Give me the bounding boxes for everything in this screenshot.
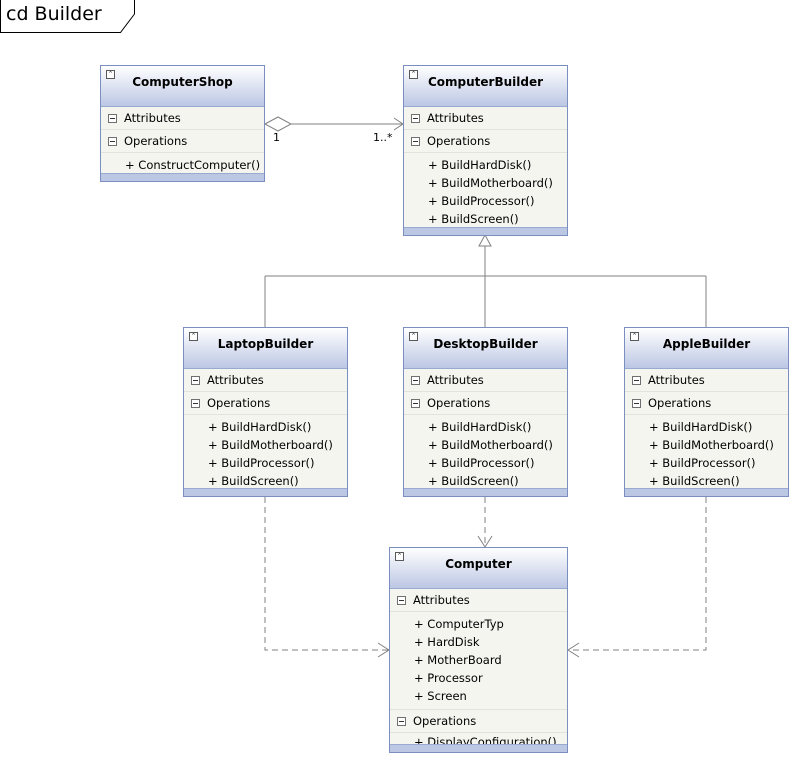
- aggregation-diamond: [263, 116, 293, 132]
- dependency-apple-line: [568, 497, 707, 651]
- generalization-arrowhead: [478, 233, 492, 247]
- collapse-minus-icon[interactable]: [411, 399, 420, 408]
- section-label: Attributes: [427, 373, 484, 387]
- operation-item[interactable]: + BuildHardDisk(): [208, 420, 312, 434]
- collapse-minus-icon[interactable]: [411, 376, 420, 385]
- collapse-minus-icon[interactable]: [191, 376, 200, 385]
- attributes-section[interactable]: Attributes: [404, 369, 567, 392]
- class-footer: [101, 173, 264, 181]
- section-label: Attributes: [413, 593, 470, 607]
- collapse-minus-icon[interactable]: [108, 114, 117, 123]
- collapse-icon[interactable]: ⌃: [630, 332, 639, 341]
- operation-item[interactable]: + BuildScreen(): [428, 474, 519, 488]
- class-header: ⌃ LaptopBuilder: [184, 328, 347, 369]
- section-label: Operations: [124, 134, 188, 148]
- collapse-icon[interactable]: ⌃: [409, 332, 418, 341]
- collapse-minus-icon[interactable]: [108, 137, 117, 146]
- operations-section[interactable]: Operations: [101, 130, 264, 153]
- operation-item[interactable]: + BuildProcessor(): [649, 456, 756, 470]
- collapse-minus-icon[interactable]: [397, 717, 406, 726]
- class-name: ComputerShop: [132, 75, 233, 89]
- operations-section[interactable]: Operations: [390, 709, 567, 733]
- operation-item[interactable]: + BuildScreen(): [428, 212, 519, 226]
- class-name: LaptopBuilder: [217, 337, 314, 351]
- attribute-item[interactable]: + HardDisk: [414, 635, 480, 649]
- collapse-minus-icon[interactable]: [191, 399, 200, 408]
- collapse-icon[interactable]: ⌃: [395, 552, 404, 561]
- operations-section[interactable]: Operations: [625, 392, 788, 415]
- frame-label: cd Builder: [6, 3, 102, 25]
- collapse-minus-icon[interactable]: [397, 596, 406, 605]
- class-header: ⌃ AppleBuilder: [625, 328, 788, 369]
- class-header: ⌃ ComputerBuilder: [404, 66, 567, 107]
- section-label: Attributes: [427, 111, 484, 125]
- operation-item[interactable]: + ConstructComputer(): [125, 158, 261, 172]
- operations-section[interactable]: Operations: [404, 392, 567, 415]
- operation-item[interactable]: + BuildScreen(): [649, 474, 740, 488]
- class-footer: [390, 744, 567, 752]
- operation-item[interactable]: + BuildMotherboard(): [428, 176, 553, 190]
- frame-tab: [0, 0, 135, 33]
- class-name: DesktopBuilder: [433, 337, 538, 351]
- operation-item[interactable]: + BuildProcessor(): [208, 456, 315, 470]
- class-footer: [625, 488, 788, 496]
- operation-item[interactable]: + BuildMotherboard(): [649, 438, 774, 452]
- collapse-icon[interactable]: ⌃: [106, 70, 115, 79]
- class-name: Computer: [445, 557, 512, 571]
- section-label: Attributes: [207, 373, 264, 387]
- class-laptop-builder[interactable]: ⌃ LaptopBuilder Attributes Operations + …: [183, 327, 348, 497]
- dependency-laptop-line: [264, 497, 389, 651]
- operation-item[interactable]: + BuildMotherboard(): [428, 438, 553, 452]
- attributes-section[interactable]: Attributes: [625, 369, 788, 392]
- class-header: ⌃ DesktopBuilder: [404, 328, 567, 369]
- operation-item[interactable]: + BuildHardDisk(): [428, 158, 532, 172]
- attributes-section[interactable]: Attributes: [404, 107, 567, 130]
- section-label: Operations: [648, 396, 712, 410]
- class-footer: [184, 488, 347, 496]
- attributes-section[interactable]: Attributes: [390, 589, 567, 612]
- class-computer[interactable]: ⌃ Computer Attributes + ComputerTyp + Ha…: [389, 547, 568, 753]
- operation-item[interactable]: + BuildScreen(): [208, 474, 299, 488]
- attribute-item[interactable]: + Processor: [414, 671, 483, 685]
- class-footer: [404, 227, 567, 235]
- operation-item[interactable]: + BuildProcessor(): [428, 456, 535, 470]
- collapse-icon[interactable]: ⌃: [189, 332, 198, 341]
- operations-section[interactable]: Operations: [404, 130, 567, 153]
- class-footer: [404, 488, 567, 496]
- class-name: ComputerBuilder: [427, 75, 544, 89]
- section-label: Operations: [427, 396, 491, 410]
- attribute-item[interactable]: + Screen: [414, 689, 467, 703]
- operation-item[interactable]: + BuildHardDisk(): [428, 420, 532, 434]
- attribute-item[interactable]: + ComputerTyp: [414, 617, 504, 631]
- class-computer-builder[interactable]: ⌃ ComputerBuilder Attributes Operations …: [403, 65, 568, 236]
- class-apple-builder[interactable]: ⌃ AppleBuilder Attributes Operations + B…: [624, 327, 789, 497]
- attributes-section[interactable]: Attributes: [184, 369, 347, 392]
- generalization-line: [264, 246, 707, 327]
- section-label: Operations: [427, 134, 491, 148]
- section-label: Operations: [207, 396, 271, 410]
- operation-item[interactable]: + BuildProcessor(): [428, 194, 535, 208]
- class-header: ⌃ ComputerShop: [101, 66, 264, 107]
- collapse-minus-icon[interactable]: [632, 399, 641, 408]
- dependency-apple-arrowhead: [567, 642, 580, 658]
- attribute-item[interactable]: + MotherBoard: [414, 653, 502, 667]
- collapse-minus-icon[interactable]: [411, 114, 420, 123]
- collapse-minus-icon[interactable]: [411, 137, 420, 146]
- attributes-section[interactable]: Attributes: [101, 107, 264, 130]
- class-name: AppleBuilder: [662, 337, 751, 351]
- operation-item[interactable]: + BuildMotherboard(): [208, 438, 333, 452]
- class-header: ⌃ Computer: [390, 548, 567, 589]
- multiplicity-end: 1..*: [373, 131, 393, 144]
- multiplicity-start: 1: [273, 131, 280, 144]
- section-label: Attributes: [124, 111, 181, 125]
- section-label: Attributes: [648, 373, 705, 387]
- class-desktop-builder[interactable]: ⌃ DesktopBuilder Attributes Operations +…: [403, 327, 568, 497]
- class-computer-shop[interactable]: ⌃ ComputerShop Attributes Operations + C…: [100, 65, 265, 182]
- section-label: Operations: [413, 714, 477, 728]
- collapse-icon[interactable]: ⌃: [409, 70, 418, 79]
- operations-section[interactable]: Operations: [184, 392, 347, 415]
- operation-item[interactable]: + BuildHardDisk(): [649, 420, 753, 434]
- collapse-minus-icon[interactable]: [632, 376, 641, 385]
